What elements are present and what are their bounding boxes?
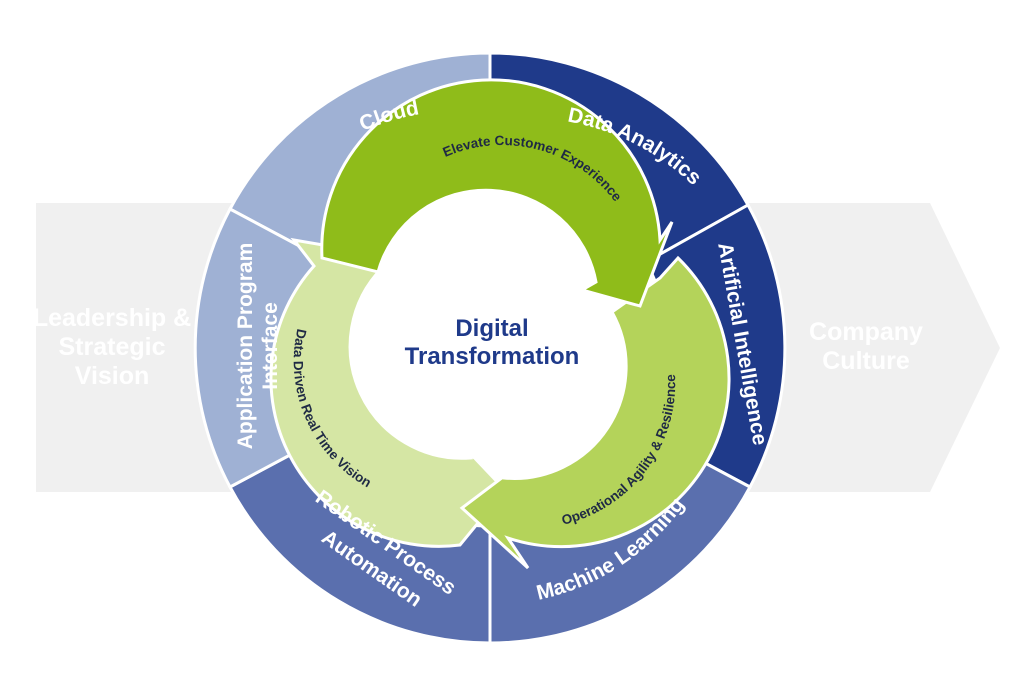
arrow-data-driven	[269, 237, 507, 548]
left-arrow-line1: Leadership &	[33, 304, 191, 332]
left-arrow-line2: Strategic	[59, 333, 166, 361]
label-api-line1: Application Program	[234, 243, 257, 450]
left-arrow-line3: Vision	[75, 362, 150, 390]
arrow-operational	[459, 255, 731, 570]
right-arrow-line2: Culture	[822, 347, 910, 375]
center-title-line2: Transformation	[405, 343, 580, 370]
right-arrow-line1: Company	[809, 318, 923, 346]
inner-cycle	[269, 78, 731, 570]
center-title-line1: Digital	[455, 315, 528, 342]
arrow-customer	[320, 78, 674, 308]
center-circle	[378, 236, 602, 460]
label-api-line2: Interface	[259, 302, 282, 390]
